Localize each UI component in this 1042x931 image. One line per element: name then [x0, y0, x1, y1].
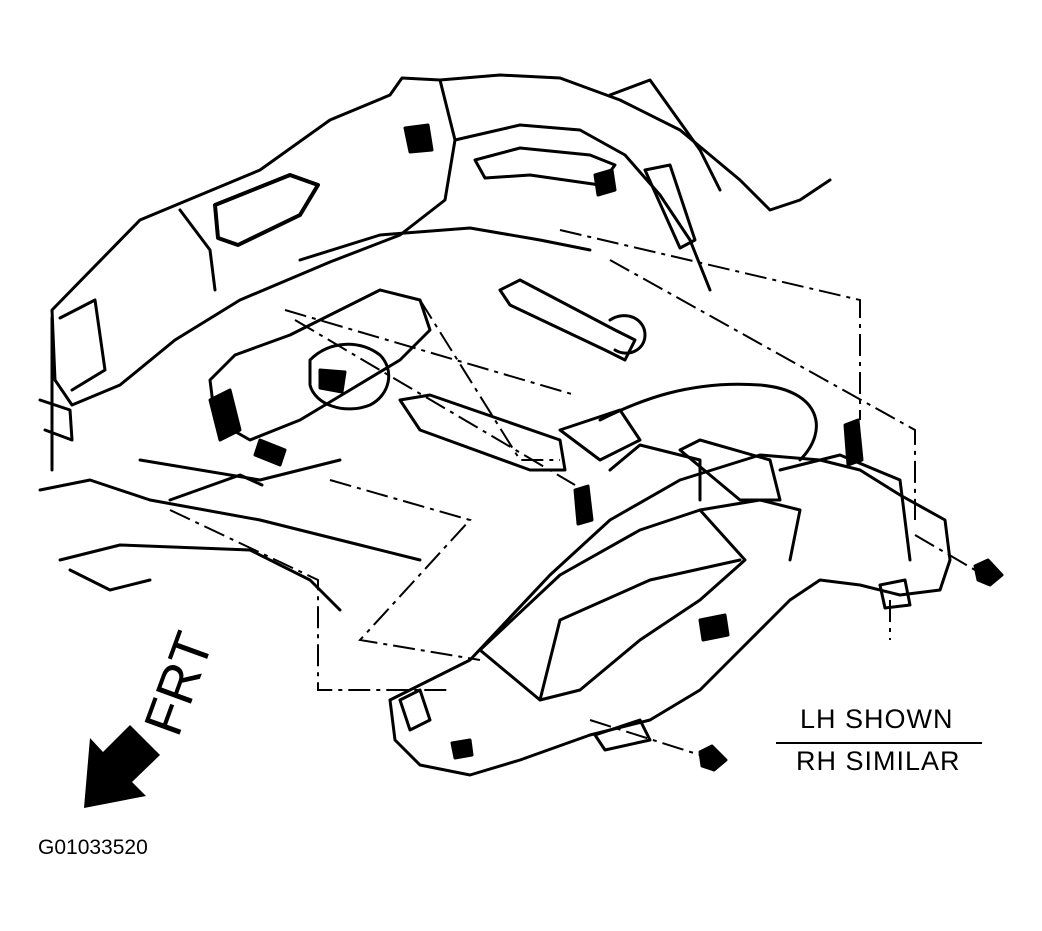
splash-shield: [388, 418, 952, 777]
suspension-components: [208, 278, 818, 472]
alignment-lines: [169, 229, 976, 756]
caption-divider: [776, 742, 982, 744]
lower-body: [38, 458, 422, 612]
caption-lh-shown: LH SHOWN: [800, 704, 954, 734]
caption-rh-similar: RH SIMILAR: [796, 746, 961, 776]
front-direction-arrow-icon: [84, 725, 160, 808]
figure-id-label: G01033520: [38, 836, 148, 859]
fastener-bolts: [698, 558, 1004, 772]
frame-rail: [38, 76, 457, 472]
wheel-house: [298, 73, 832, 292]
